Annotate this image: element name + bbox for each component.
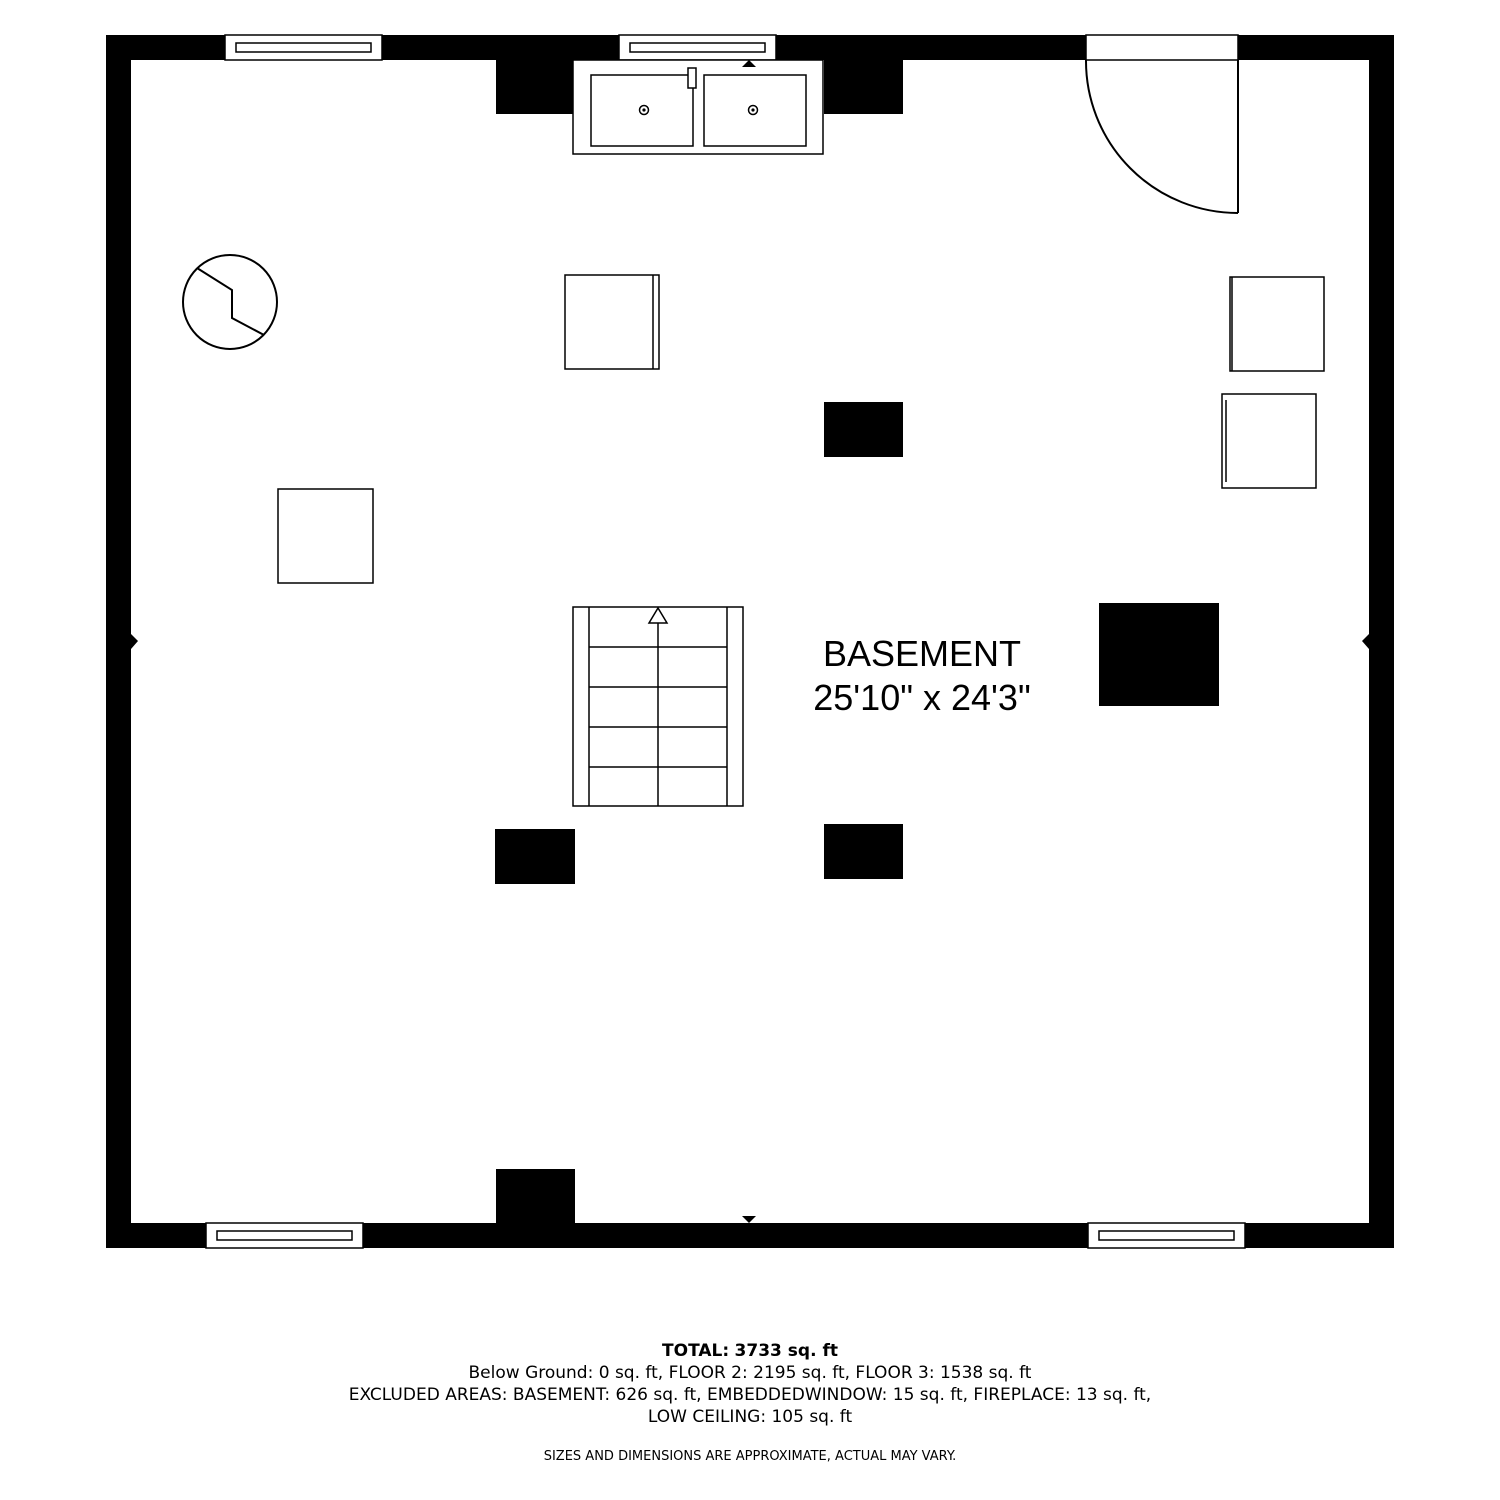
wall-column-top-left bbox=[496, 60, 574, 114]
electrical-panel-icon bbox=[182, 254, 278, 350]
drain-icon bbox=[747, 104, 759, 116]
support-column bbox=[824, 824, 903, 879]
marker-right bbox=[1362, 634, 1369, 649]
room-dimensions: 25'10" x 24'3" bbox=[813, 677, 1031, 718]
room-label: BASEMENT 25'10" x 24'3" bbox=[772, 632, 1072, 720]
appliance-left bbox=[277, 488, 374, 584]
excluded-areas-cont: LOW CEILING: 105 sq. ft bbox=[647, 1407, 853, 1427]
appliance-right-bottom bbox=[1221, 393, 1317, 489]
door-opening bbox=[1085, 34, 1239, 61]
stairs-up-arrow-icon bbox=[647, 606, 669, 624]
support-column bbox=[824, 402, 903, 457]
faucet-icon bbox=[687, 67, 697, 89]
window-bottom-right bbox=[1087, 1222, 1246, 1249]
marker-bottom bbox=[742, 1216, 756, 1223]
wall-column-bottom bbox=[496, 1169, 575, 1223]
marker-left bbox=[131, 634, 138, 649]
marker-top bbox=[742, 60, 756, 67]
stairs bbox=[572, 606, 744, 807]
door-swing-icon bbox=[1084, 59, 1239, 214]
room-name: BASEMENT bbox=[822, 633, 1022, 674]
appliance-right-top bbox=[1229, 276, 1325, 372]
support-column bbox=[495, 829, 575, 884]
disclaimer: SIZES AND DIMENSIONS ARE APPROXIMATE, AC… bbox=[543, 1449, 957, 1464]
excluded-areas: EXCLUDED AREAS: BASEMENT: 626 sq. ft, EM… bbox=[348, 1385, 1152, 1405]
appliance-center-top bbox=[564, 274, 660, 370]
support-column bbox=[1099, 603, 1219, 706]
drain-icon bbox=[638, 104, 650, 116]
double-sink bbox=[572, 59, 824, 155]
floor-areas: Below Ground: 0 sq. ft, FLOOR 2: 2195 sq… bbox=[468, 1363, 1032, 1383]
window-top-center bbox=[618, 34, 777, 61]
total-value: 3733 sq. ft bbox=[734, 1341, 838, 1361]
window-top-left bbox=[224, 34, 383, 61]
area-summary: TOTAL: 3733 sq. ft Below Ground: 0 sq. f… bbox=[0, 1340, 1500, 1468]
total-line: TOTAL: 3733 sq. ft bbox=[0, 1340, 1500, 1362]
window-bottom-left bbox=[205, 1222, 364, 1249]
wall-column-top-right bbox=[824, 60, 903, 114]
total-label: TOTAL: bbox=[662, 1341, 730, 1361]
